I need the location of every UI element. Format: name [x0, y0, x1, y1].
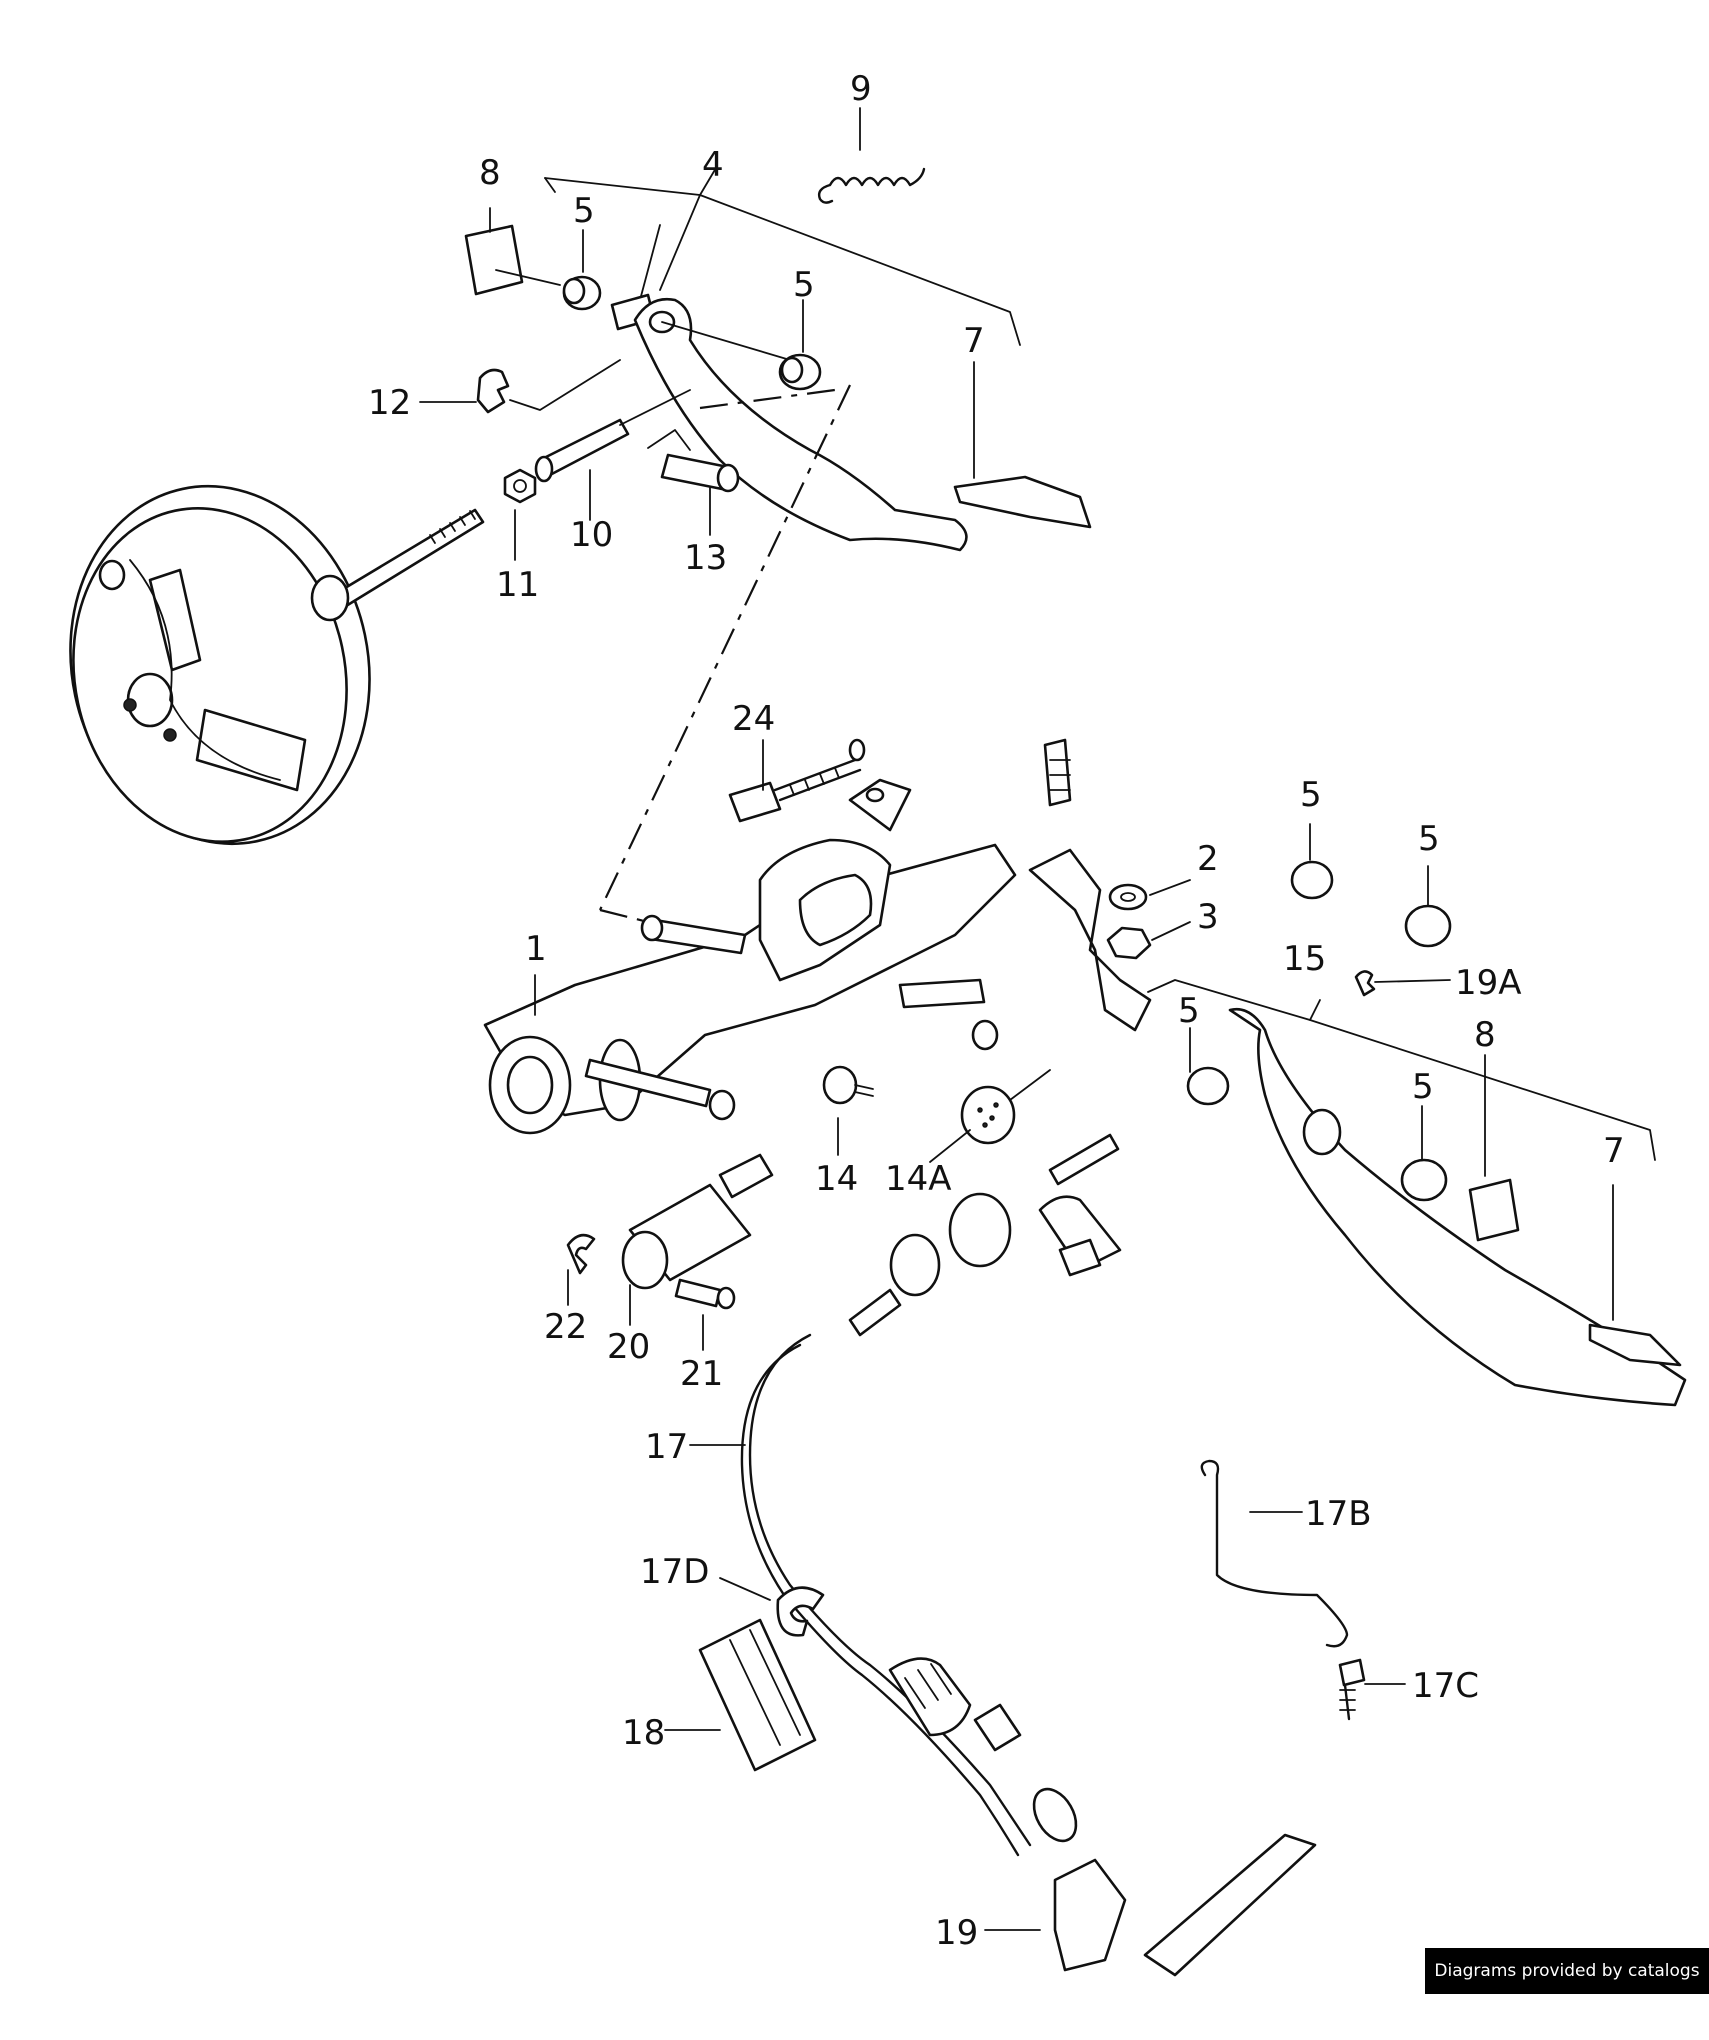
callout-12: 12 — [368, 383, 411, 423]
callout-14: 14 — [815, 1159, 858, 1199]
pedal-bracket — [483, 738, 1152, 1135]
callout-labels: 1 2 3 4 5 5 5 5 5 5 7 7 8 8 9 10 11 12 1… — [368, 69, 1625, 1953]
callout-17: 17 — [645, 1427, 688, 1467]
callout-15: 15 — [1283, 939, 1326, 979]
callout-13: 13 — [684, 538, 727, 578]
callout-4: 4 — [702, 145, 724, 185]
callout-18: 18 — [622, 1713, 665, 1753]
callout-5a: 5 — [573, 191, 595, 231]
callout-7a: 7 — [963, 321, 985, 361]
middle-small-parts — [566, 883, 1152, 1310]
callout-19: 19 — [935, 1913, 978, 1953]
callout-17c: 17C — [1412, 1666, 1479, 1706]
callout-5b: 5 — [793, 265, 815, 305]
callout-14a: 14A — [885, 1159, 952, 1199]
right-pedal-group — [1147, 860, 1687, 1407]
parts-diagram: 1 2 3 4 5 5 5 5 5 5 7 7 8 8 9 10 11 12 1… — [69, 69, 1687, 1977]
callout-7b: 7 — [1603, 1131, 1625, 1171]
callout-5f: 5 — [1412, 1067, 1434, 1107]
callout-22: 22 — [544, 1307, 587, 1347]
callout-3: 3 — [1197, 897, 1219, 937]
callout-8a: 8 — [479, 153, 501, 193]
callout-9: 9 — [850, 69, 872, 109]
callout-20: 20 — [607, 1327, 650, 1367]
callout-17b: 17B — [1305, 1494, 1372, 1534]
callout-2: 2 — [1197, 839, 1219, 879]
callout-5d: 5 — [1418, 819, 1440, 859]
lower-parts — [698, 1586, 1317, 1977]
callout-17d: 17D — [640, 1552, 709, 1592]
leader-lines — [419, 107, 1614, 1931]
callout-21: 21 — [680, 1354, 723, 1394]
callout-24: 24 — [732, 699, 775, 739]
brake-booster — [69, 484, 485, 846]
credit-banner: Diagrams provided by catalogs parts — [1425, 1948, 1709, 2027]
callout-11: 11 — [496, 565, 539, 605]
wire-bracket — [1200, 1459, 1366, 1721]
callout-10: 10 — [570, 515, 613, 555]
callout-5e: 5 — [1178, 991, 1200, 1031]
clutch-cable — [740, 1133, 1122, 1857]
callout-1: 1 — [525, 929, 547, 969]
callout-19a: 19A — [1455, 963, 1522, 1003]
upper-pedal-group — [464, 167, 1092, 927]
callout-5c: 5 — [1300, 775, 1322, 815]
callout-8b: 8 — [1474, 1015, 1496, 1055]
